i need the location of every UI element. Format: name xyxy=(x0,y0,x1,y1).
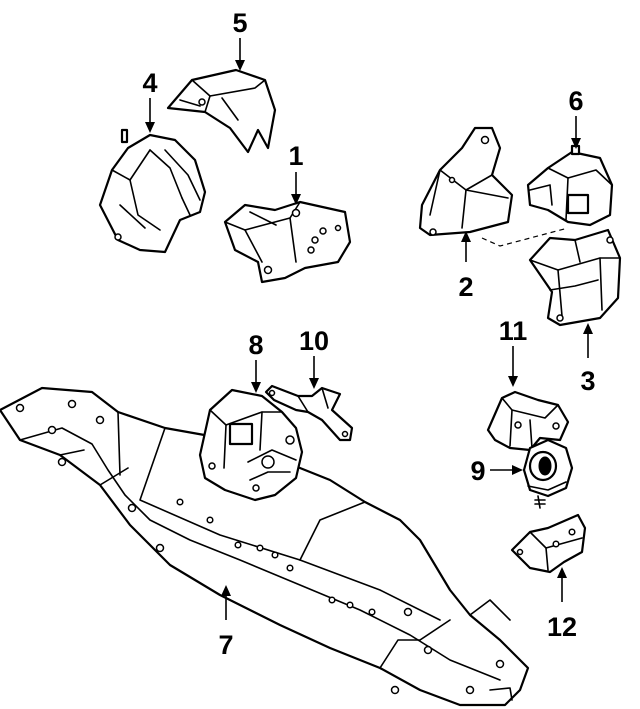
leader-6 xyxy=(571,116,581,149)
callout-5: 5 xyxy=(232,8,247,38)
callout-6: 6 xyxy=(568,86,583,116)
callout-7: 7 xyxy=(218,630,233,660)
leader-7 xyxy=(221,585,231,620)
callout-11: 11 xyxy=(499,316,528,346)
part-4-engine-mount-insulator[interactable] xyxy=(98,128,207,254)
leader-11 xyxy=(508,346,518,387)
callout-10: 10 xyxy=(299,326,329,356)
part-5-bracket[interactable] xyxy=(166,68,277,154)
part-2-bracket[interactable] xyxy=(418,126,514,237)
callout-1: 1 xyxy=(288,141,303,171)
relation-dashed-line xyxy=(481,227,569,247)
callout-8: 8 xyxy=(248,330,263,360)
leader-1 xyxy=(291,172,301,205)
leader-3 xyxy=(583,323,593,358)
part-1-bracket[interactable] xyxy=(223,200,352,284)
part-9-insulator[interactable] xyxy=(522,438,574,509)
part-8-engine-mount[interactable] xyxy=(198,388,304,502)
callout-4: 4 xyxy=(142,68,157,98)
callout-2: 2 xyxy=(458,272,473,302)
part-7-crossmember[interactable] xyxy=(0,386,530,707)
callout-9: 9 xyxy=(470,456,485,486)
part-3-bracket[interactable] xyxy=(528,228,622,327)
leader-5 xyxy=(235,38,245,71)
leader-12 xyxy=(557,567,567,602)
leader-2 xyxy=(461,231,471,262)
part-6-mount-insulator[interactable] xyxy=(526,144,614,227)
callout-12: 12 xyxy=(547,612,577,642)
part-11-bracket[interactable] xyxy=(486,390,570,452)
part-10-bracket-strap[interactable] xyxy=(264,384,354,442)
part-12-bracket[interactable] xyxy=(510,513,587,574)
leader-9 xyxy=(490,465,523,475)
callout-3: 3 xyxy=(580,366,595,396)
leader-8 xyxy=(251,360,261,393)
leader-10 xyxy=(309,356,319,389)
leader-4 xyxy=(145,98,155,133)
